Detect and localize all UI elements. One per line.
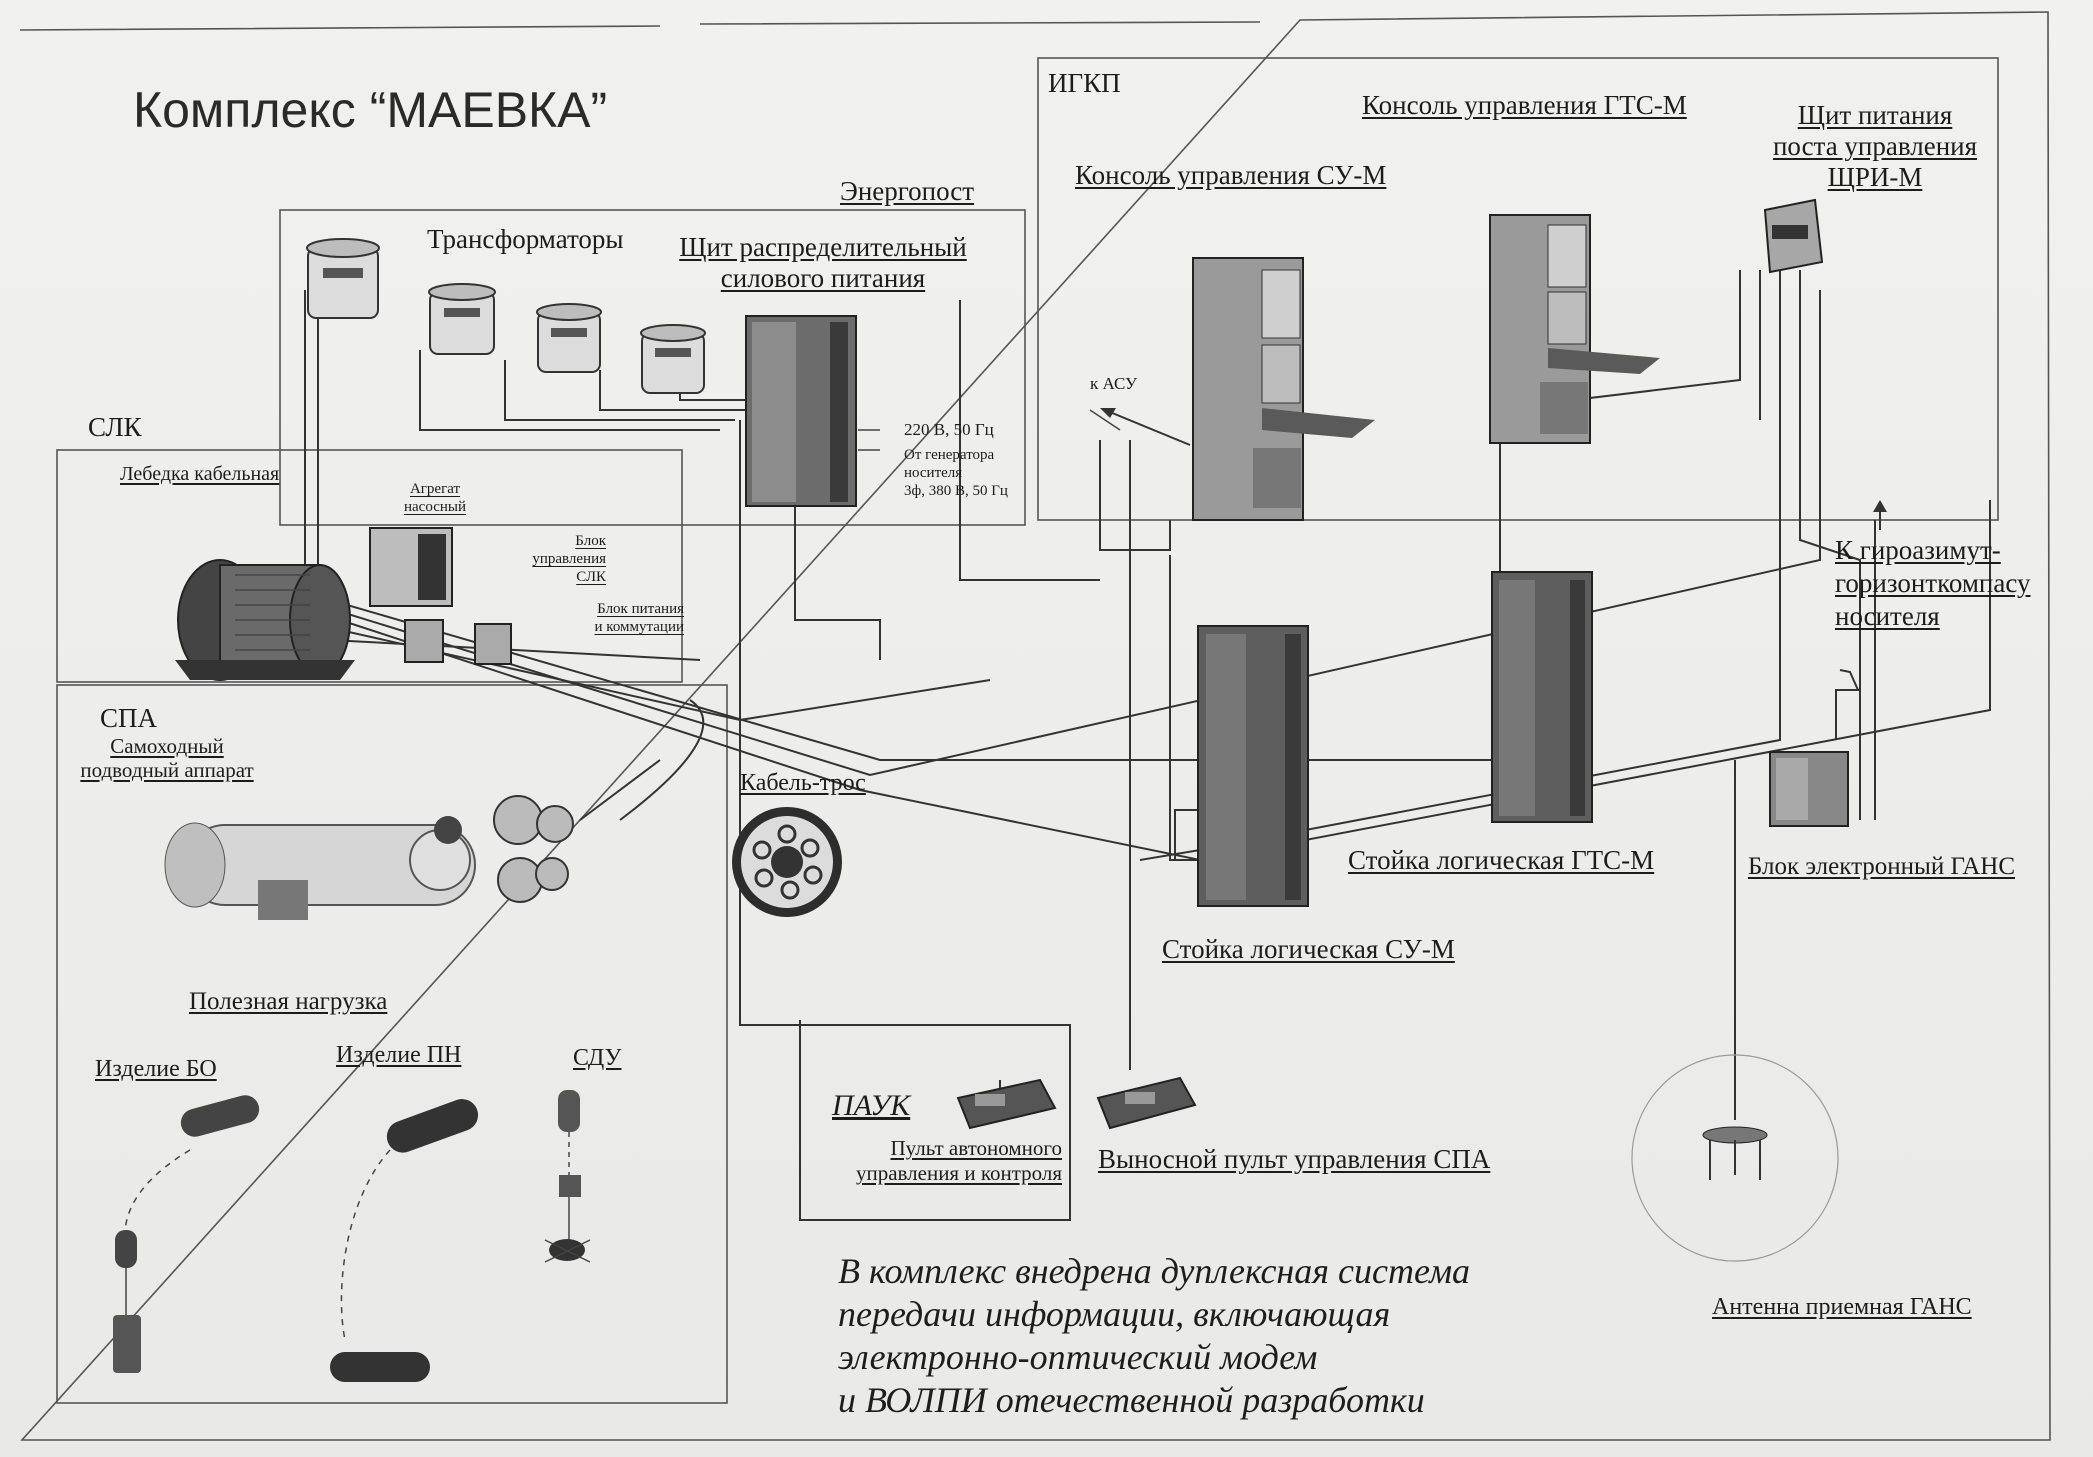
energopost-label: Энергопост <box>840 176 975 206</box>
slk-control-block <box>404 619 444 663</box>
spa-label: СПА <box>100 703 158 733</box>
slk-control-line-2: управления <box>532 551 606 567</box>
auto-panel-label: Пульт автономного управления и контроля <box>812 1136 1062 1186</box>
duplex-system-note: В комплекс внедрена дуплексная система п… <box>838 1250 1470 1422</box>
note-line-4: и ВОЛПИ отечественной разработки <box>838 1380 1425 1420</box>
console-su-label: Консоль управления СУ-М <box>1075 160 1387 190</box>
logic-rack-gts-m <box>1491 571 1593 823</box>
cable-winch <box>175 559 355 681</box>
power-distribution-cabinet <box>745 315 880 507</box>
power-switching-block <box>474 623 512 665</box>
rack-su-label: Стойка логическая СУ-М <box>1162 934 1455 964</box>
pauk-panel <box>956 1078 1057 1130</box>
note-line-1: В комплекс внедрена дуплексная система <box>838 1251 1471 1291</box>
pump-unit <box>369 527 453 607</box>
spa-vehicle-label: Самоходный подводный аппарат <box>62 734 272 782</box>
shri-m-board <box>1763 198 1824 274</box>
note-line-2: передачи информации, включающая <box>838 1294 1391 1334</box>
cable-routing <box>304 270 1991 1221</box>
remote-panel-label: Выносной пульт управления СПА <box>1098 1144 1491 1174</box>
transformers-label: Трансформаторы <box>427 224 624 254</box>
payload-label: Полезная нагрузка <box>189 988 388 1015</box>
transformer-4 <box>640 324 706 394</box>
pump-line-1: Агрегат <box>409 481 461 497</box>
power-board-line-1: Щит распределительный <box>679 232 967 262</box>
cable-label: Кабель-трос <box>740 770 866 796</box>
slk-frame <box>56 449 683 683</box>
igkp-label: ИГКП <box>1048 68 1121 98</box>
gyro-line-1: К гироазимут- <box>1835 535 2001 565</box>
shri-line-1: Щит питания <box>1797 100 1953 130</box>
spa-vehicle-line-2: подводный аппарат <box>80 758 254 782</box>
slk-control-line-3: СЛК <box>576 569 606 585</box>
gyro-label: К гироазимут- горизонткомпасу носителя <box>1835 534 2031 633</box>
power-board-line-2: силового питания <box>720 263 926 293</box>
to-asu-label: к АСУ <box>1090 374 1138 393</box>
power-board-label: Щит распределительный силового питания <box>668 232 978 294</box>
shri-line-2: поста управления <box>1772 131 1978 161</box>
auto-panel-line-1: Пульт автономного <box>890 1136 1063 1160</box>
note-line-3: электронно-оптический модем <box>838 1337 1318 1377</box>
slk-label: СЛК <box>88 412 142 442</box>
transformer-1 <box>306 238 380 319</box>
power-220-label: 220 В, 50 Гц <box>904 420 994 439</box>
sdu-drawing <box>544 1090 591 1263</box>
gans-antenna <box>1631 1054 1839 1262</box>
pump-label: Агрегат насосный <box>390 480 480 516</box>
winch-label: Лебедка кабельная <box>120 463 280 485</box>
slk-control-line-1: Блок <box>575 533 606 549</box>
pauk-label: ПАУК <box>832 1089 911 1122</box>
rack-gts-label: Стойка логическая ГТС-М <box>1348 845 1655 875</box>
remote-spa-panel <box>1096 1076 1197 1130</box>
item-pn-label: Изделие ПН <box>336 1042 462 1068</box>
transformer-2 <box>428 283 496 355</box>
sdu-label: СДУ <box>573 1045 622 1071</box>
power-generator-line-1: От генератора <box>904 447 995 463</box>
item-bo-drawing <box>113 1095 260 1373</box>
slk-control-label: Блок управления СЛК <box>510 532 606 586</box>
cable-cross-section <box>732 807 842 917</box>
console-su-m <box>1192 257 1375 521</box>
outer-frame <box>19 11 2051 1441</box>
gans-block-label: Блок электронный ГАНС <box>1748 853 2015 880</box>
pump-line-2: насосный <box>403 499 466 515</box>
spa-vehicle <box>164 795 574 920</box>
gans-electronic-block <box>1769 751 1849 827</box>
auto-panel-line-2: управления и контроля <box>855 1161 1062 1185</box>
console-gts-m <box>1489 214 1660 444</box>
shri-label: Щит питания поста управления ЩРИ-М <box>1755 100 1995 193</box>
logic-rack-su-m <box>1197 625 1309 907</box>
shri-line-3: ЩРИ-М <box>1827 162 1923 192</box>
power-generator-label: От генератора носителя 3ф, 380 В, 50 Гц <box>904 446 1008 500</box>
console-gts-label: Консоль управления ГТС-М <box>1362 90 1687 120</box>
arrows <box>1100 408 1887 691</box>
power-switch-label: Блок питания и коммутации <box>568 600 684 636</box>
power-generator-line-3: 3ф, 380 В, 50 Гц <box>904 483 1008 499</box>
igkp-frame <box>1037 57 1999 521</box>
transformer-3 <box>536 303 602 373</box>
spa-frame <box>56 684 728 1404</box>
item-pn-drawing <box>330 1099 479 1382</box>
power-generator-line-2: носителя <box>904 465 963 481</box>
gyro-line-3: носителя <box>1835 601 1940 631</box>
power-switch-line-1: Блок питания <box>597 601 684 617</box>
spa-vehicle-line-1: Самоходный <box>110 734 224 758</box>
energopost-frame <box>279 209 1026 526</box>
item-bo-label: Изделие БО <box>95 1056 217 1082</box>
diagram-title: Комплекс “МАЕВКА” <box>133 82 608 138</box>
antenna-label: Антенна приемная ГАНС <box>1712 1294 1972 1320</box>
gyro-line-2: горизонткомпасу <box>1835 568 2031 598</box>
power-switch-line-2: и коммутации <box>594 619 684 635</box>
